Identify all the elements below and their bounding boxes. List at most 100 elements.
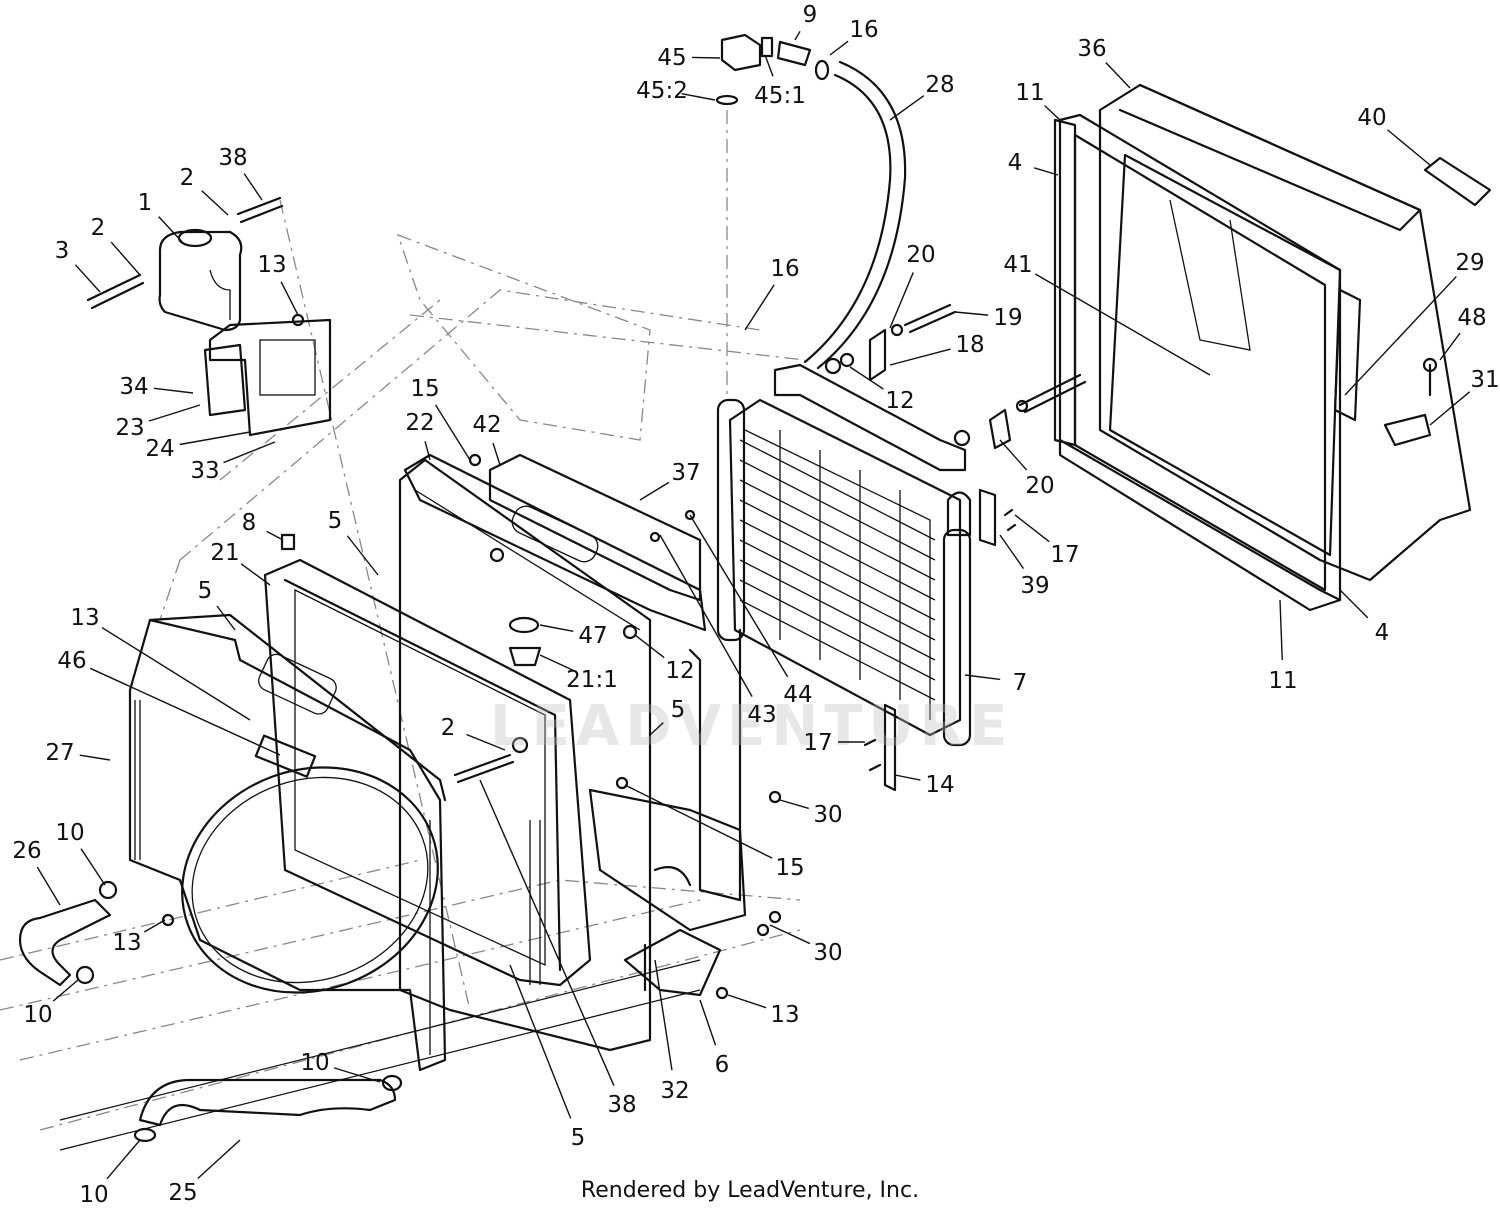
callout-c10a: 10 (55, 820, 84, 846)
leader-line-c21 (240, 563, 271, 586)
callout-c25: 25 (168, 1180, 197, 1206)
callout-c26: 26 (12, 838, 41, 864)
callout-c33: 33 (190, 458, 219, 484)
callout-c13c: 13 (112, 930, 141, 956)
callout-c43: 43 (747, 702, 776, 728)
decal-plate (1423, 156, 1492, 207)
leader-line-c41 (1034, 273, 1211, 376)
leader-line-c48 (1439, 332, 1461, 361)
callout-c5b: 5 (198, 578, 213, 604)
callout-c20b: 20 (1025, 473, 1054, 499)
leader-line-c17a (1014, 514, 1050, 543)
callout-c12a: 12 (885, 388, 914, 414)
leader-line-c16b (744, 284, 775, 331)
leader-line-c30b (769, 924, 811, 945)
callout-c11a: 11 (1015, 80, 1044, 106)
leader-line-c43 (659, 534, 753, 697)
callout-c13d: 13 (770, 1002, 799, 1028)
leader-line-c10d (106, 1139, 141, 1180)
leader-line-c38a (243, 173, 263, 201)
leader-line-c7 (964, 674, 1001, 681)
fan-shroud (128, 613, 447, 1072)
reservoir-bracket (203, 318, 332, 437)
coolant-reservoir (158, 228, 243, 332)
leader-line-c10a (80, 848, 106, 886)
callouts: 1222344555567891010101011111212131313131… (12, 2, 1499, 1208)
leader-line-c32 (654, 959, 673, 1071)
upper-radiator-hose (18, 880, 118, 987)
callout-c21: 21 (210, 540, 239, 566)
callout-c42: 42 (472, 412, 501, 438)
leader-line-c8 (266, 530, 284, 541)
leader-line-c18 (889, 348, 951, 366)
callout-c20a: 20 (906, 242, 935, 268)
callout-c41: 41 (1003, 252, 1032, 278)
leader-line-c11b (1279, 599, 1283, 661)
callout-c8: 8 (242, 510, 257, 536)
callout-c45_2: 45:2 (636, 78, 688, 104)
callout-c6: 6 (715, 1052, 730, 1078)
leader-line-c29 (1344, 276, 1457, 396)
small-fasteners (161, 313, 1017, 1000)
callout-c4a: 4 (1008, 150, 1023, 176)
callout-c15a: 15 (410, 376, 439, 402)
callout-c27: 27 (45, 740, 74, 766)
callout-c3: 3 (55, 238, 70, 264)
callout-c7: 7 (1013, 670, 1028, 696)
upper-shroud-seal (403, 453, 707, 632)
callout-c46: 46 (57, 648, 86, 674)
leader-line-c36 (1105, 62, 1131, 89)
callout-c9: 9 (803, 2, 818, 28)
callout-c28: 28 (925, 72, 954, 98)
leader-line-c20b (999, 439, 1028, 471)
callout-c13b: 13 (257, 252, 286, 278)
callout-c21_1: 21:1 (566, 667, 618, 693)
callout-c19: 19 (993, 305, 1022, 331)
callout-c2a: 2 (180, 165, 195, 191)
leader-line-c10b (52, 979, 79, 1002)
leader-line-c22 (424, 441, 431, 461)
leader-line-c30a (779, 799, 809, 810)
chassis-frame (0, 110, 806, 1151)
callout-c38a: 38 (218, 145, 247, 171)
leader-line-c15a (435, 404, 471, 461)
callout-c31: 31 (1470, 367, 1499, 393)
leader-line-c44 (689, 514, 789, 678)
callout-c29: 29 (1455, 250, 1484, 276)
callout-c17a: 17 (1050, 542, 1079, 568)
leader-line-c45_1 (764, 54, 774, 77)
leader-line-c15b (624, 784, 773, 859)
callout-c5c: 5 (671, 697, 686, 723)
leader-line-c45_2 (681, 93, 716, 101)
callout-c38b: 38 (607, 1092, 636, 1118)
callout-c39: 39 (1020, 573, 1049, 599)
leader-line-c3 (74, 264, 101, 293)
screen-frame (1053, 113, 1342, 612)
callout-c14: 14 (925, 772, 954, 798)
callout-c45: 45 (657, 45, 686, 71)
leader-line-c26 (36, 866, 61, 906)
radiator (263, 558, 592, 987)
hydraulic-hose (715, 33, 907, 370)
leader-line-c14 (894, 774, 921, 781)
callout-c22: 22 (405, 410, 434, 436)
pin (1422, 357, 1438, 397)
callout-c34: 34 (119, 374, 148, 400)
leader-line-c2c (466, 733, 506, 751)
callout-c16a: 16 (849, 17, 878, 43)
callout-c45_1: 45:1 (754, 83, 806, 109)
callout-c48: 48 (1457, 305, 1486, 331)
leader-line-c33 (223, 441, 276, 464)
callout-c10c: 10 (300, 1050, 329, 1076)
leader-line-c28 (889, 95, 925, 121)
leader-line-c1 (158, 216, 186, 246)
callout-c15b: 15 (775, 855, 804, 881)
leader-line-c24 (179, 431, 251, 446)
side-bracket-right (588, 628, 747, 932)
leader-line-c5b (216, 605, 236, 631)
enclosure-box (1098, 83, 1472, 582)
callout-c18: 18 (955, 332, 984, 358)
leader-line-c38b (479, 779, 615, 1086)
leader-line-c6 (699, 999, 717, 1046)
